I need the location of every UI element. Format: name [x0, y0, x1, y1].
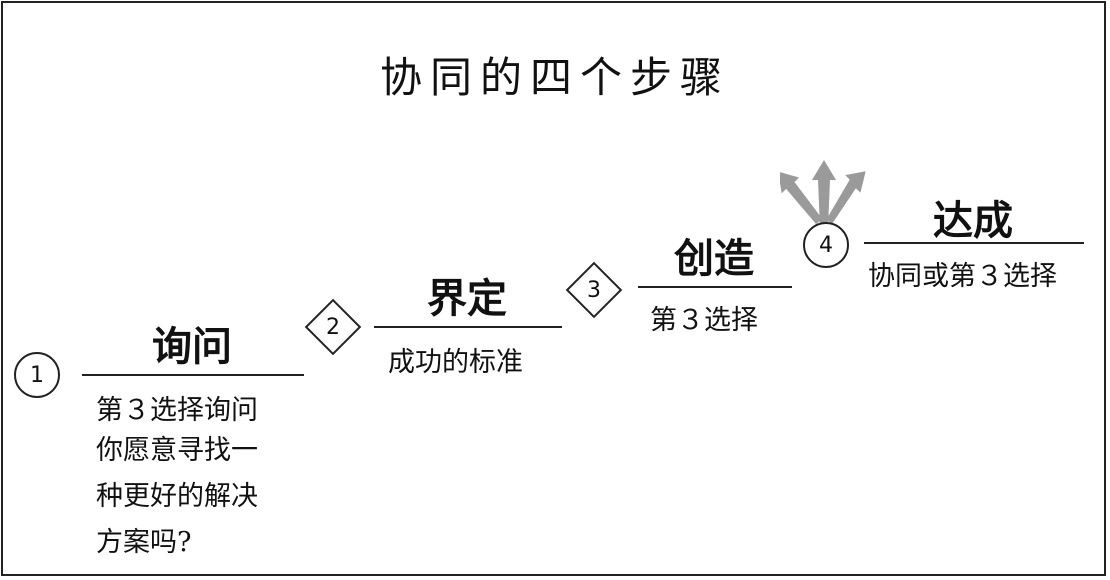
step-1-question: 你愿意寻找一 种更好的解决 方案吗? — [96, 428, 258, 566]
step-1-line — [82, 374, 304, 376]
step-1-subtitle: 第３选择询问 — [96, 395, 258, 426]
step-2-title: 界定 — [427, 276, 507, 322]
step-2-line — [374, 326, 562, 328]
question-line-2: 种更好的解决 — [96, 481, 258, 512]
diagram-title: 协同的四个步骤 — [379, 53, 730, 102]
step-1-marker: 1 — [14, 352, 60, 398]
burst-arrows-icon — [780, 160, 866, 228]
step-4-marker: 4 — [803, 222, 849, 268]
step-4-number: 4 — [819, 232, 833, 258]
question-line-1: 你愿意寻找一 — [96, 435, 258, 466]
step-4-subtitle: 协同或第３选择 — [868, 261, 1057, 292]
step-3-title: 创造 — [674, 236, 754, 282]
step-1-title: 询问 — [152, 324, 232, 370]
step-2-number: 2 — [326, 314, 340, 340]
step-1-number: 1 — [30, 362, 44, 388]
step-3-line — [638, 286, 792, 288]
step-4-line — [864, 242, 1084, 244]
step-4-title: 达成 — [933, 198, 1013, 244]
step-3-subtitle: 第３选择 — [650, 305, 758, 336]
question-line-3: 方案吗? — [96, 527, 192, 558]
step-2-subtitle: 成功的标准 — [388, 347, 523, 378]
step-3-number: 3 — [587, 277, 601, 303]
